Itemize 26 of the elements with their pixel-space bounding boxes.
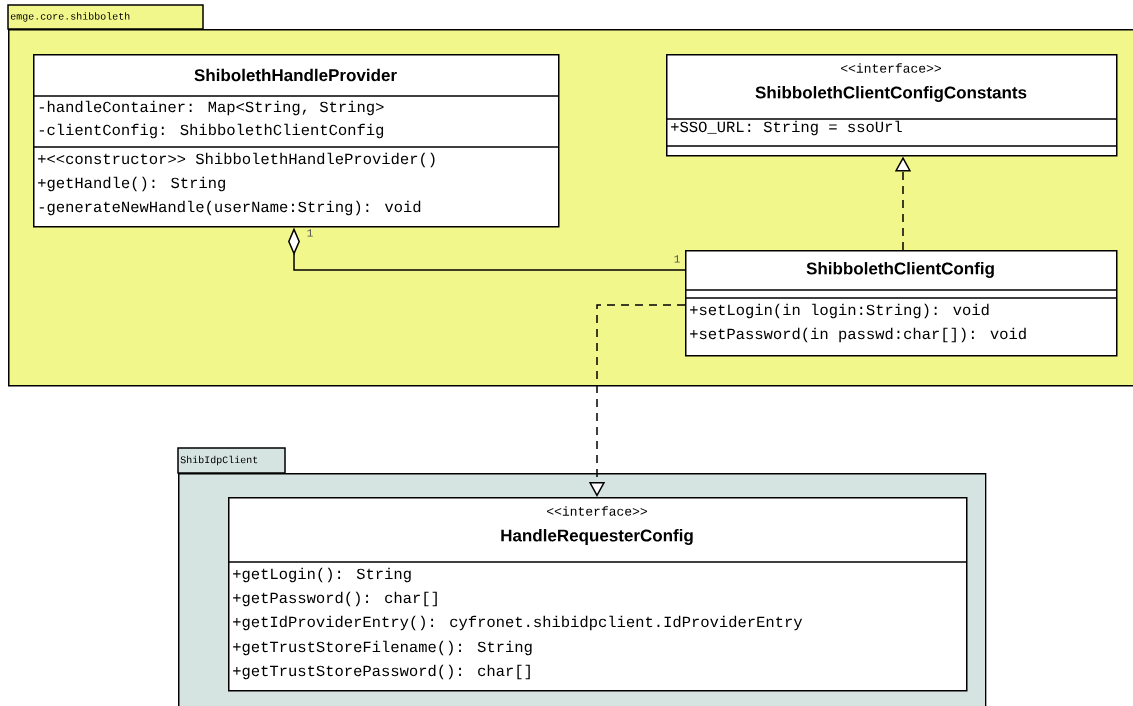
member-text: -handleContainer: Map<String, String> (39, 100, 384, 116)
member-text: +setPassword(in passwd:char[]): void (690, 327, 1026, 343)
class-name: ShibolethHandleProvider (194, 68, 397, 82)
member-text: +getLogin(): String (233, 567, 411, 583)
class-box (684, 250, 1118, 357)
member-text: +getHandle(): String (38, 176, 225, 192)
member-text: -generateNewHandle(userName:String): void (39, 200, 421, 216)
stereotype-text: <<interface>> (547, 506, 647, 516)
member-text: +getPassword(): char[] (233, 591, 437, 607)
class-box (227, 497, 968, 692)
member-text: +getIdProviderEntry(): cyfronet.shibidpclient.IdProviderEntry (233, 615, 803, 631)
member-text: +SSO_URL: String = ssoUrl (671, 120, 902, 136)
class-box (665, 54, 1118, 157)
member-text: +<<constructor>> ShibbolethHandleProvider() (38, 152, 435, 168)
member-text: +getTrustStorePassword(): char[] (233, 664, 530, 680)
member-text: +getTrustStoreFilename(): String (233, 640, 532, 656)
multiplicity-label: 1 (674, 255, 680, 263)
stereotype-text: <<interface>> (841, 63, 941, 73)
class-name: HandleRequesterConfig (501, 529, 693, 545)
member-text: -clientConfig: ShibbolethClientConfig (39, 123, 384, 139)
class-box (32, 54, 560, 228)
class-name: ShibbolethClientConfigConstants (755, 86, 1027, 102)
node-label: emge.core.shibboleth (10, 12, 130, 22)
class-name: ShibbolethClientConfig (806, 262, 994, 278)
member-text: +setLogin(in login:String): void (690, 303, 989, 319)
node-label: ShibIdpClient (180, 455, 258, 466)
